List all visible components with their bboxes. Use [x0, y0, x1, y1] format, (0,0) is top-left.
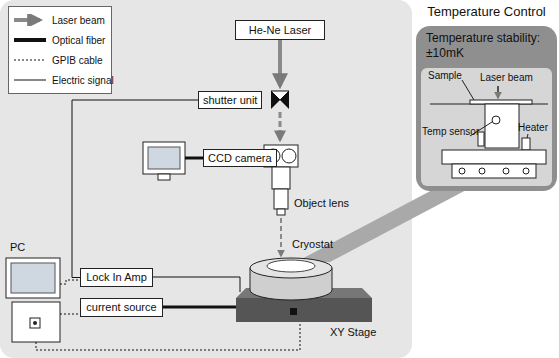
ccd-camera: CCD camera — [203, 142, 300, 174]
shutter-unit: shutter unit — [198, 88, 298, 112]
monitor-icon — [143, 142, 203, 180]
signal-wire — [72, 100, 198, 278]
laser-box: He-Ne Laser — [235, 20, 325, 40]
panel-note: Temperature stability: ±10mK — [426, 31, 551, 61]
inset-panel — [416, 26, 557, 191]
lockin-amp-box: Lock In Amp — [80, 268, 153, 287]
pc-icon — [6, 258, 60, 342]
shutter-icon — [271, 91, 289, 109]
legend-text: Electric signal — [52, 75, 114, 86]
part-label: Sample — [428, 70, 462, 81]
part-label: XY Stage — [330, 326, 376, 338]
legend-text: GPIB cable — [52, 55, 103, 66]
legend-box: Laser beamOptical fiberGPIB cableElectri… — [8, 6, 112, 94]
laser-beam-arrow — [279, 112, 282, 140]
part-label: Temp sensor — [422, 126, 479, 137]
part-label: Heater — [518, 122, 548, 133]
legend-sample — [12, 14, 48, 26]
node-label: Lock In Amp — [86, 271, 147, 284]
legend-text: Optical fiber — [52, 35, 105, 46]
node-label: CCD camera — [203, 149, 277, 167]
laser-beam-arrow — [278, 40, 282, 86]
legend-sample — [12, 74, 48, 86]
inset-drawing-area — [421, 68, 552, 186]
panel-title: Temperature Control — [416, 0, 557, 19]
cryostat — [250, 258, 332, 300]
node-label: current source — [86, 301, 157, 314]
legend-row: Electric signal — [12, 70, 108, 90]
main-panel — [0, 0, 412, 358]
pc-label: PC — [10, 241, 25, 253]
node-label: shutter unit — [198, 91, 262, 109]
legend-row: Optical fiber — [12, 30, 108, 50]
legend-sample — [12, 34, 48, 46]
inset-panel: Temperature ControlTemperature stability… — [416, 0, 557, 190]
part-label: Cryostat — [292, 238, 333, 250]
part-label: Laser beam — [480, 72, 533, 83]
legend-text: Laser beam — [52, 15, 105, 26]
current-source-box: current source — [80, 298, 163, 317]
legend-sample — [12, 54, 48, 66]
part-label: Object lens — [294, 197, 349, 209]
legend-row: Laser beam — [12, 10, 108, 30]
wires — [36, 277, 300, 350]
node-label: He-Ne Laser — [241, 23, 319, 37]
legend-row: GPIB cable — [12, 50, 108, 70]
